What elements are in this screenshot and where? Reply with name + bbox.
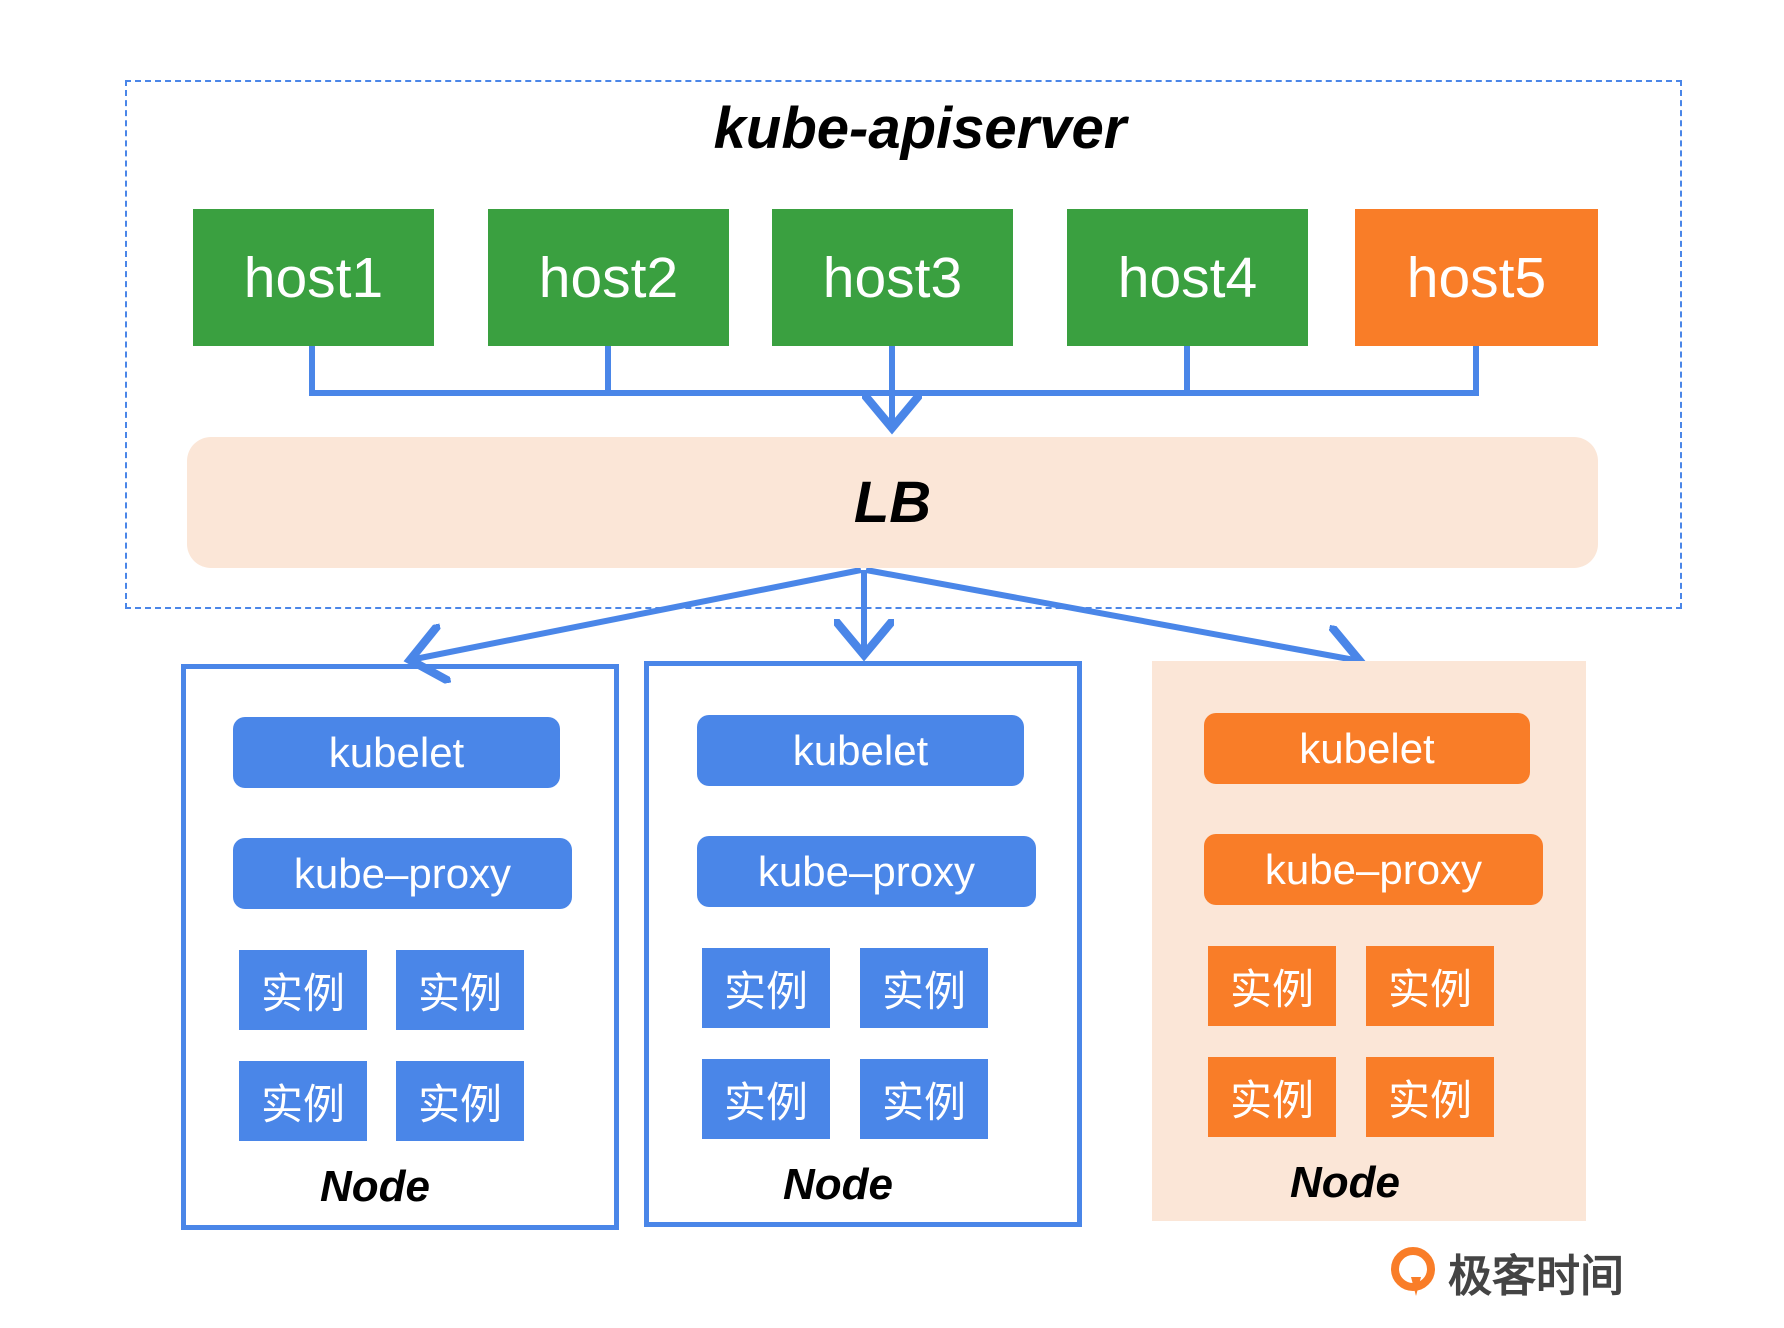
node-2-instance-1: 实例 (702, 948, 830, 1028)
node-3-instance-4: 实例 (1366, 1057, 1494, 1137)
node-1-instance-2: 实例 (396, 950, 524, 1030)
node-3-label: Node (1290, 1158, 1400, 1207)
node-2-instance-4: 实例 (860, 1059, 988, 1139)
node-3-instance-3: 实例 (1208, 1057, 1336, 1137)
node-3-kube-proxy: kube–proxy (1204, 834, 1543, 905)
host-box-1: host1 (193, 209, 434, 346)
node-2-instance-2: 实例 (860, 948, 988, 1028)
node-1-kubelet: kubelet (233, 717, 560, 788)
apiserver-title: kube-apiserver (713, 96, 1127, 161)
node-3-instance-1: 实例 (1208, 946, 1336, 1026)
lb-to-node1-arrow (410, 567, 862, 660)
node-1-instance-3: 实例 (239, 1061, 367, 1141)
load-balancer: LB (187, 437, 1598, 568)
host-box-5: host5 (1355, 209, 1598, 346)
node-3-kubelet: kubelet (1204, 713, 1530, 784)
node-1-kube-proxy: kube–proxy (233, 838, 572, 909)
node-2-label: Node (783, 1160, 893, 1209)
node-2 (644, 661, 1082, 1227)
node-2-instance-3: 实例 (702, 1059, 830, 1139)
geektime-logo-icon (1391, 1247, 1435, 1296)
node-2-kube-proxy: kube–proxy (697, 836, 1036, 907)
host-box-4: host4 (1067, 209, 1308, 346)
node-3-instance-2: 实例 (1366, 946, 1494, 1026)
node-1-label: Node (320, 1162, 430, 1211)
geektime-logo: 极客时间 (1388, 1240, 1624, 1304)
lb-to-node3-arrow (865, 567, 1360, 661)
node-1-instance-4: 实例 (396, 1061, 524, 1141)
host-box-2: host2 (488, 209, 729, 346)
node-2-kubelet: kubelet (697, 715, 1024, 786)
node-1 (181, 664, 619, 1230)
apiserver-frame (125, 80, 1682, 609)
node-1-instance-1: 实例 (239, 950, 367, 1030)
host-box-3: host3 (772, 209, 1013, 346)
geektime-logo-text: 极客时间 (1448, 1252, 1624, 1301)
